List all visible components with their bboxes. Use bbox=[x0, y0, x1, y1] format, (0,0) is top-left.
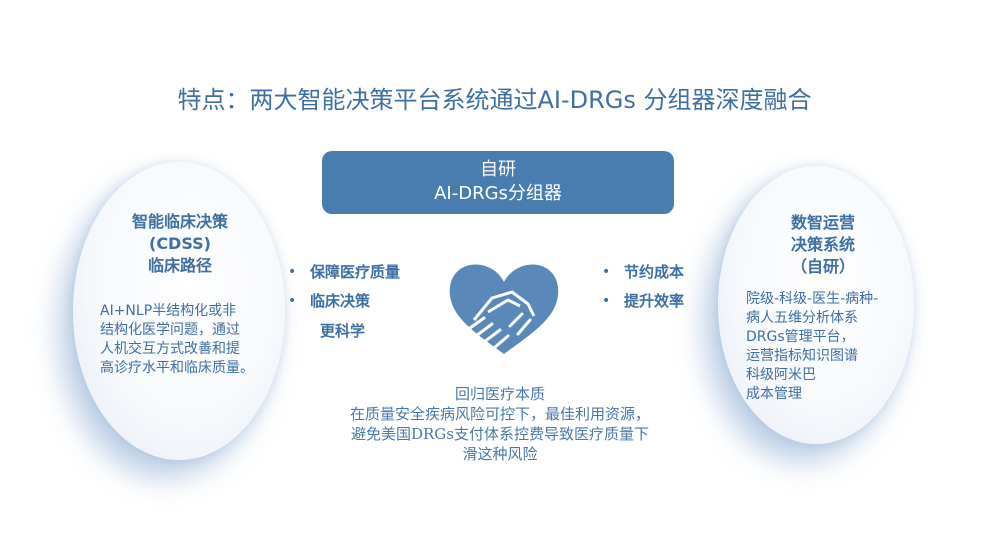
operations-description-line: DRGs管理平台， bbox=[746, 329, 855, 345]
benefit-item: • 保障医疗质量 bbox=[288, 262, 438, 291]
benefit-item: • 提升效率 bbox=[602, 291, 712, 320]
mission-statement: 回归医疗本质 在质量安全疾病风险可控下，最佳利用资源， 避免美国DRGs支付体系… bbox=[300, 384, 700, 464]
bullet-icon: • bbox=[602, 293, 611, 309]
operations-description-line: 运营指标知识图谱 bbox=[746, 348, 858, 364]
cdss-heading: 智能临床决策 (CDSS) 临床路径 bbox=[100, 211, 260, 277]
operations-heading-line: （自研） bbox=[790, 257, 855, 276]
benefit-label: 临床决策 bbox=[310, 292, 371, 310]
center-box-line1: 自研 bbox=[480, 159, 516, 180]
operations-description-line: 成本管理 bbox=[746, 386, 802, 402]
cdss-description-line: 高诊疗水平和临床质量。 bbox=[100, 360, 254, 376]
cdss-ellipse bbox=[73, 162, 285, 460]
benefit-label: 保障医疗质量 bbox=[310, 263, 401, 281]
bullet-icon: • bbox=[602, 264, 611, 280]
ai-drgs-grouper-box: 自研 AI-DRGs分组器 bbox=[322, 151, 674, 214]
handshake-heart-icon bbox=[449, 264, 559, 354]
operations-ellipse bbox=[718, 166, 914, 444]
cdss-heading-line: (CDSS) bbox=[149, 234, 211, 253]
operations-heading-line: 数智运营 bbox=[790, 213, 855, 232]
benefit-label: 节约成本 bbox=[624, 263, 685, 281]
mission-line: 避免美国DRGs支付体系控费导致医疗质量下 bbox=[350, 425, 649, 443]
bullet-icon: • bbox=[288, 264, 297, 280]
cdss-description-line: AI+NLP半结构化或非 bbox=[100, 303, 237, 319]
benefit-label: 提升效率 bbox=[624, 292, 685, 310]
operations-heading-line: 决策系统 bbox=[790, 235, 855, 254]
left-benefits-list: • 保障医疗质量 • 临床决策 更科学 bbox=[288, 262, 438, 340]
benefit-continuation: 更科学 bbox=[320, 322, 366, 340]
operations-description-line: 院级-科级-医生-病种- bbox=[746, 291, 879, 307]
benefit-item: • 临床决策 bbox=[288, 291, 438, 320]
operations-description: 院级-科级-医生-病种- 病人五维分析体系 DRGs管理平台， 运营指标知识图谱… bbox=[746, 290, 916, 404]
cdss-description-line: 人机交互方式改善和提 bbox=[100, 341, 240, 357]
mission-line: 回归医疗本质 bbox=[454, 385, 545, 403]
operations-description-line: 科级阿米巴 bbox=[746, 367, 816, 383]
bullet-icon: • bbox=[288, 293, 297, 309]
mission-line: 滑这种风险 bbox=[462, 445, 538, 463]
cdss-description-line: 结构化医学问题，通过 bbox=[100, 322, 240, 338]
cdss-heading-line: 临床路径 bbox=[147, 256, 212, 275]
right-benefits-list: • 节约成本 • 提升效率 bbox=[602, 262, 712, 320]
page-title: 特点：两大智能决策平台系统通过AI-DRGs 分组器深度融合 bbox=[177, 86, 812, 114]
center-box-line2: AI-DRGs分组器 bbox=[434, 183, 562, 204]
operations-description-line: 病人五维分析体系 bbox=[746, 310, 858, 326]
mission-line: 在质量安全疾病风险可控下，最佳利用资源， bbox=[349, 405, 650, 423]
cdss-heading-line: 智能临床决策 bbox=[131, 212, 228, 231]
operations-heading: 数智运营 决策系统 （自研） bbox=[748, 212, 898, 278]
benefit-item: • 节约成本 bbox=[602, 262, 712, 291]
cdss-description: AI+NLP半结构化或非 结构化医学问题，通过 人机交互方式改善和提 高诊疗水平… bbox=[100, 302, 268, 378]
